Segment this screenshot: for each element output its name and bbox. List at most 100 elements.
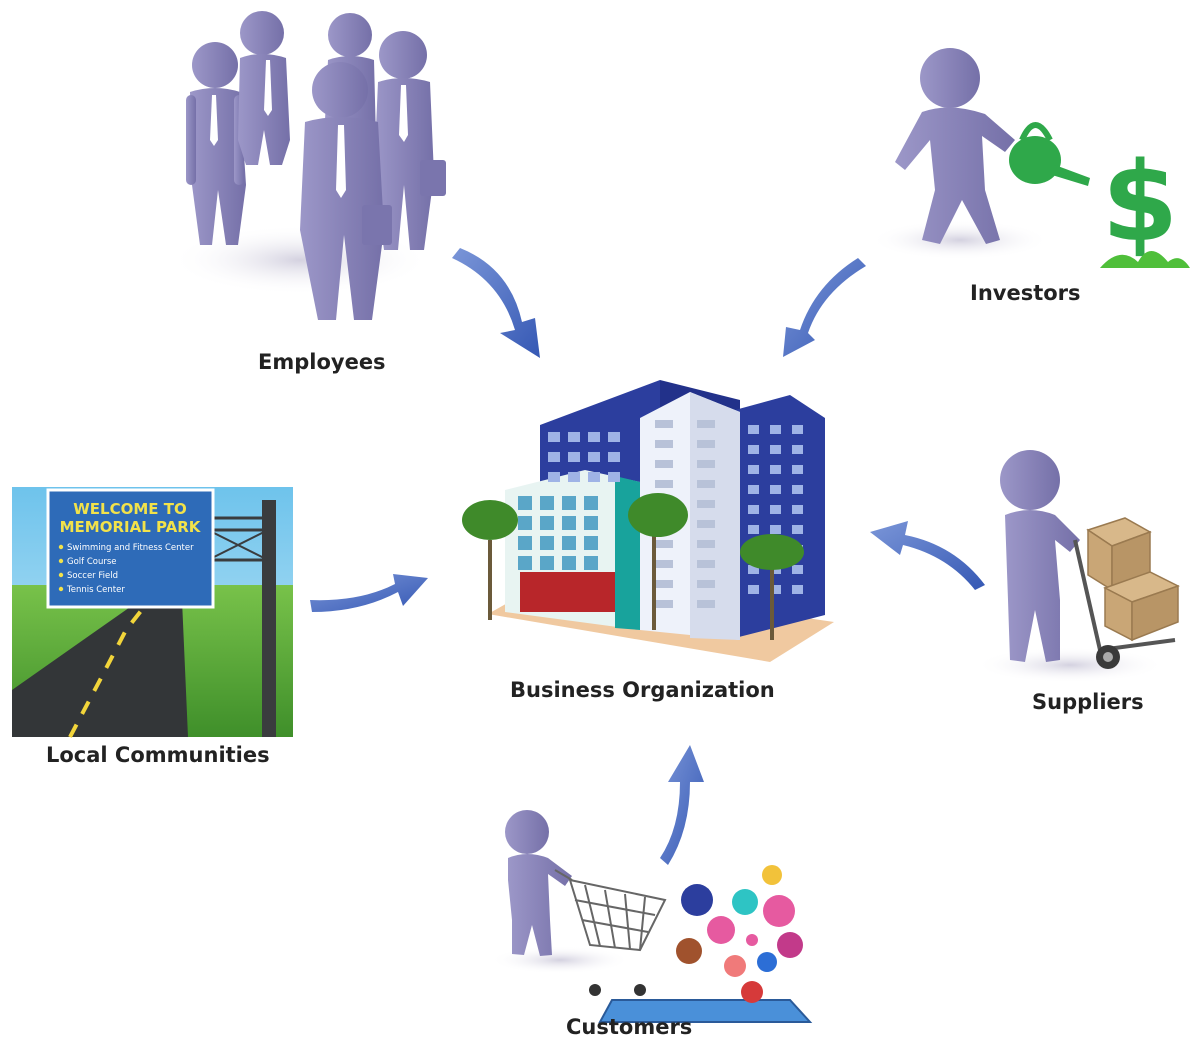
building-window [608,452,620,462]
building-window [540,536,554,550]
stakeholder-label-investors: Investors [970,281,1081,305]
building-window [770,465,781,474]
building-window [697,460,715,468]
building-window [748,525,759,534]
park-sign-road-icon: WELCOME TO MEMORIAL PARK Swimming and Fi… [12,487,293,738]
building-window [588,432,600,442]
sign-item: Golf Course [67,557,117,567]
building-window [792,485,803,494]
arrows [310,248,985,865]
center-label-business-organization: Business Organization [510,678,775,702]
building-window [548,432,560,442]
app-bubble-icon [732,889,758,915]
building-window [748,425,759,434]
dollar-sign-icon: $ [1100,138,1190,268]
building-window [562,536,576,550]
building-window [697,560,715,568]
building-window [584,556,598,570]
building-window [697,540,715,548]
building-window [518,496,532,510]
building-window [608,432,620,442]
building-window [518,556,532,570]
stakeholder-label-customers: Customers [566,1015,693,1039]
building-window [655,480,673,488]
building-window [655,460,673,468]
office-building-icon [462,380,834,662]
building-window [568,452,580,462]
app-bubble-icon [676,938,702,964]
building-window [792,585,803,594]
building-window [697,500,715,508]
app-bubble-icon [741,981,763,1003]
building-window [770,585,781,594]
building-window [518,516,532,530]
building-window [568,472,580,482]
app-bubble-icon [681,884,713,916]
building-window [655,420,673,428]
sign-item: Swimming and Fitness Center [67,543,194,553]
building-window [655,580,673,588]
app-bubble-icon [707,916,735,944]
stakeholder-label-local-communities: Local Communities [46,743,270,767]
arrow-employees-to-business [452,248,540,358]
building-window [518,536,532,550]
app-bubble-icon [757,952,777,972]
arrow-suppliers-to-business [870,521,985,590]
building-window [584,496,598,510]
app-bubble-icon [763,895,795,927]
app-bubble-icon [746,934,758,946]
supplier-hand-truck-icon [975,450,1180,683]
sign-title-line2: MEMORIAL PARK [60,518,202,536]
building-window [792,525,803,534]
building-window [584,536,598,550]
app-bubble-icon [762,865,782,885]
building-window [655,600,673,608]
arrow-customers-to-business [660,745,704,865]
arrow-local-to-business [310,574,428,612]
building-window [697,420,715,428]
building-window [562,516,576,530]
building-window [792,565,803,574]
building-window [748,565,759,574]
investor-watering-dollar-icon: $ [870,48,1190,268]
building-window [655,540,673,548]
building-window [748,585,759,594]
building-window [748,465,759,474]
building-window [697,480,715,488]
building-window [697,580,715,588]
building-window [792,505,803,514]
stakeholder-label-suppliers: Suppliers [1032,690,1144,714]
building-window [770,505,781,514]
building-window [748,505,759,514]
building-window [697,440,715,448]
customer-cart-icon [490,810,813,1023]
arrow-investors-to-business [783,258,866,357]
building-window [792,465,803,474]
building-window [562,556,576,570]
building-window [770,425,781,434]
building-window [540,496,554,510]
building-window [770,445,781,454]
building-window [568,432,580,442]
stakeholder-label-employees: Employees [258,350,386,374]
building-window [588,452,600,462]
building-window [697,600,715,608]
building-window [748,485,759,494]
app-bubble-icon [724,955,746,977]
building-window [792,445,803,454]
building-window [770,525,781,534]
building-window [584,516,598,530]
building-window [562,496,576,510]
building-window [548,472,560,482]
building-window [748,445,759,454]
building-window [540,556,554,570]
app-bubble-icon [777,932,803,958]
building-window [655,440,673,448]
building-window [548,452,560,462]
svg-text:$: $ [1102,138,1179,266]
sign-title-line1: WELCOME TO [73,500,187,518]
building-window [608,472,620,482]
building-window [588,472,600,482]
building-window [697,520,715,528]
